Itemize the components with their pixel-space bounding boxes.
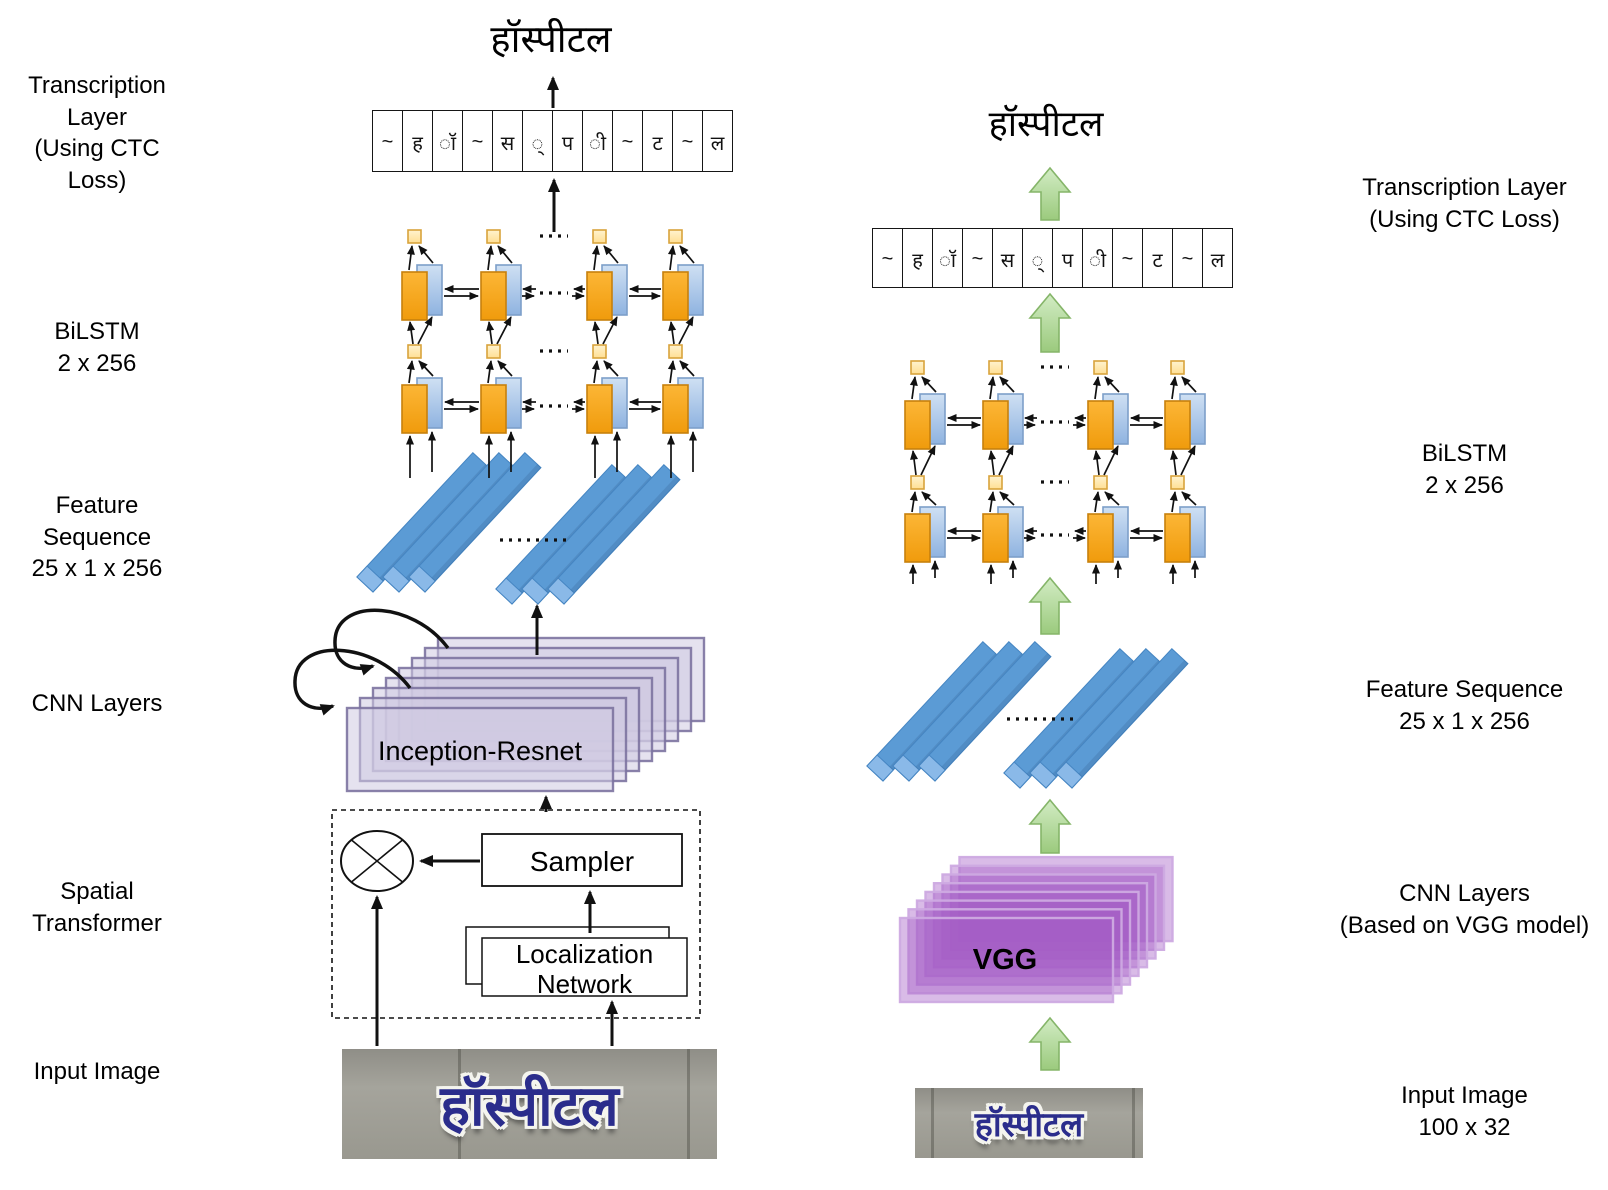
ctc-output-row-left: ~ ह ॉ ~ स ् प ी ~ ट ~ ल	[372, 110, 733, 172]
cnn-stack-inception	[345, 636, 706, 793]
ctc-cell: प	[553, 111, 583, 171]
input-image-right: हॉस्पीटल	[915, 1088, 1143, 1158]
residual-loop-arrow-2	[293, 648, 412, 716]
wall-seam	[1131, 1088, 1135, 1158]
ctc-cell: ~	[373, 111, 403, 171]
label-feature-right: Feature Sequence 25 x 1 x 256	[1365, 676, 1564, 735]
label-cnn-left: CNN Layers	[31, 690, 163, 717]
ctc-cell: ॉ	[933, 229, 963, 287]
label-spatial-left: Spatial Transformer	[32, 878, 162, 937]
ctc-cell: प	[1053, 229, 1083, 287]
sign-text: हॉस्पीटल	[440, 1074, 619, 1137]
ctc-output-row-right: ~ ह ॉ ~ स ् प ी ~ ट ~ ल	[872, 228, 1233, 288]
localization-box-front	[481, 937, 688, 997]
ctc-cell: ~	[1113, 229, 1143, 287]
inception-resnet-label: Inception-Resnet	[377, 736, 583, 766]
label-input-right: Input Image 100 x 32	[1401, 1082, 1528, 1141]
ctc-cell: ट	[1143, 229, 1173, 287]
ctc-cell: ~	[1173, 229, 1203, 287]
wall-seam	[687, 1049, 690, 1159]
ctc-cell: ~	[673, 111, 703, 171]
sampler-label: Sampler	[529, 846, 635, 877]
residual-loop-arrow-1	[333, 608, 450, 676]
green-flow-arrows	[1028, 166, 1072, 1071]
feature-bars-right	[866, 640, 1189, 789]
label-cnn-right: CNN Layers (Based on VGG model)	[1339, 880, 1590, 939]
label-feature-left: Feature Sequence 25 x 1 x 256	[31, 492, 163, 583]
ctc-cell: ह	[903, 229, 933, 287]
label-bilstm-right: BiLSTM 2 x 256	[1421, 440, 1508, 499]
ctc-cell: ~	[873, 229, 903, 287]
vgg-label: VGG	[972, 944, 1038, 976]
ctc-cell: ट	[643, 111, 673, 171]
ctc-cell: ल	[1210, 249, 1225, 272]
label-bilstm-left: BiLSTM 2 x 256	[54, 318, 140, 377]
predicted-word-left: हॉस्पीटल	[490, 19, 612, 61]
label-transcription-right: Transcription Layer (Using CTC Loss)	[1362, 174, 1567, 233]
ctc-cell: ~	[963, 229, 993, 287]
ctc-cell: ्	[523, 111, 553, 171]
feature-bars-left	[356, 451, 681, 605]
spatial-transformer-box	[331, 809, 701, 1019]
static-graphics	[293, 76, 1077, 1046]
predicted-word-right: हॉस्पीटल	[988, 103, 1104, 144]
ctc-cell: ्	[1023, 229, 1053, 287]
ctc-cell: ॉ	[433, 111, 463, 171]
label-transcription-left: Transcription Layer (Using CTC Loss)	[28, 72, 166, 195]
ctc-cell: ~	[613, 111, 643, 171]
ctc-cell: ~	[463, 111, 493, 171]
sign-text: हॉस्पीटल	[974, 1106, 1084, 1144]
ctc-cell: ह	[403, 111, 433, 171]
label-input-left: Input Image	[33, 1058, 161, 1085]
ctc-cell: ी	[1083, 229, 1113, 287]
localization-network-label: Localization Network	[515, 939, 654, 999]
cnn-stack-vgg	[898, 855, 1174, 1004]
bilstm-left	[401, 229, 704, 478]
wall-seam	[458, 1049, 462, 1159]
ctc-cell: स	[993, 229, 1023, 287]
input-image-left: हॉस्पीटल	[342, 1049, 717, 1159]
ctc-cell: ी	[583, 111, 613, 171]
ctc-cell: स	[493, 111, 523, 171]
multiplier-x-stroke	[350, 839, 404, 883]
ctc-cell: ल	[710, 132, 725, 155]
bilstm-right	[904, 360, 1206, 584]
sampler-box	[481, 833, 683, 887]
wall-seam	[930, 1088, 934, 1158]
